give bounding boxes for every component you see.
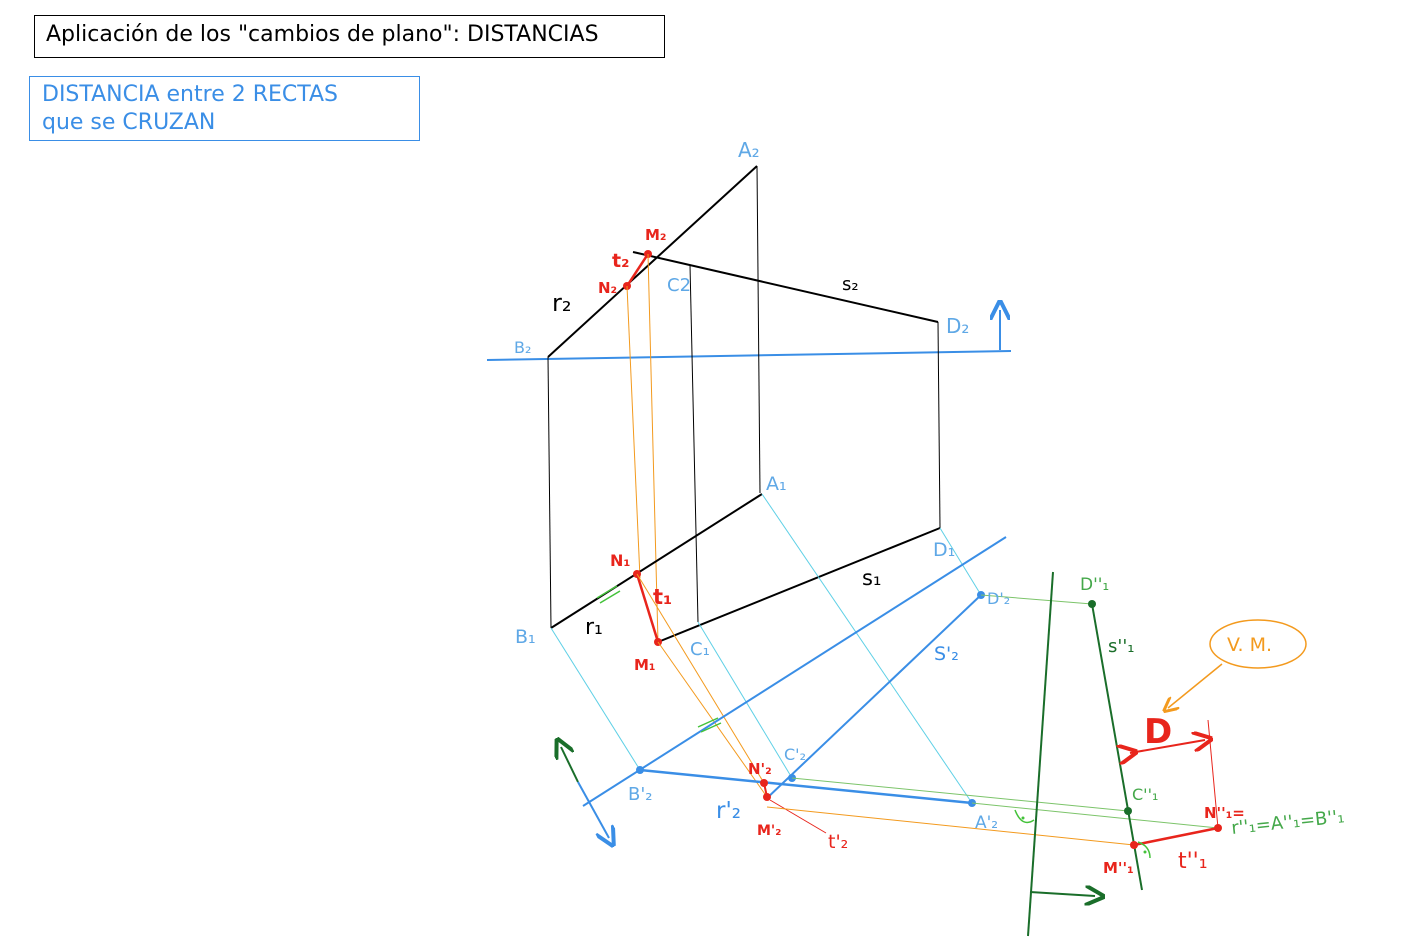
label-B1: B₁ xyxy=(515,626,536,648)
connector-D xyxy=(939,527,982,596)
label-C1: C₁ xyxy=(690,639,710,660)
point-D1pp xyxy=(1088,600,1096,608)
line-s1 xyxy=(657,527,941,643)
ground-line-upper xyxy=(486,350,1012,361)
label-D2: D₂ xyxy=(946,314,969,338)
segment-t2p xyxy=(763,782,768,798)
label-t1: t₁ xyxy=(653,585,672,609)
vm-callout-ellipse xyxy=(1209,619,1307,669)
right-angle-mark-green xyxy=(1014,809,1035,824)
label-N2: N₂ xyxy=(598,279,617,297)
subtitle-line-1: DISTANCIA entre 2 RECTAS xyxy=(42,82,339,107)
label-N1: N₁ xyxy=(610,551,630,570)
label-s2: s₂ xyxy=(842,274,859,295)
label-C2p: C'₂ xyxy=(784,745,806,764)
subtitle-line-2: que se CRUZAN xyxy=(42,110,216,135)
label-t1pp: t''₁ xyxy=(1178,849,1208,874)
parallel-mark-r1-b xyxy=(599,590,621,604)
lower-projection xyxy=(550,493,941,798)
green-connector-C xyxy=(791,777,1129,812)
connector-A xyxy=(761,493,973,804)
parallel-mark-gl-b xyxy=(700,722,722,733)
line-r2 xyxy=(547,165,758,358)
connector-B xyxy=(550,627,641,771)
segment-t1pp xyxy=(1133,826,1219,847)
arrow-green-right xyxy=(1029,892,1095,896)
ground-line-blue-2 xyxy=(582,536,1007,807)
point-M1pp xyxy=(1130,841,1138,849)
label-C1pp: C''₁ xyxy=(1132,785,1158,804)
label-r2p: r'₂ xyxy=(716,798,741,824)
label-N2p: N'₂ xyxy=(748,760,772,778)
right-angle-mark-2 xyxy=(1137,841,1151,859)
label-N1pp: N''₁= xyxy=(1204,804,1245,822)
label-D1: D₁ xyxy=(933,539,955,561)
arrow-blue-down xyxy=(577,781,609,838)
line-r2p xyxy=(639,768,973,805)
label-A1: A₁ xyxy=(766,473,787,495)
page-title: Aplicación de los "cambios de plano": DI… xyxy=(34,15,665,58)
green-connector-D xyxy=(980,594,1093,605)
green-connector-A xyxy=(971,802,1219,829)
orange-connector-M xyxy=(766,806,1135,846)
upper-projection xyxy=(486,165,1012,643)
leader-t2p xyxy=(769,799,827,834)
orange-ref-M xyxy=(647,253,659,643)
second-change-of-plane xyxy=(1014,571,1307,937)
label-s1: s₁ xyxy=(862,566,881,590)
label-D1pp: D''₁ xyxy=(1080,575,1109,595)
label-M2p: M'₂ xyxy=(757,823,781,839)
point-C1pp xyxy=(1124,807,1132,815)
label-s2p: S'₂ xyxy=(934,643,959,665)
orange-ref-N xyxy=(626,285,641,579)
line-s2 xyxy=(632,251,939,323)
parallel-mark-r1-a xyxy=(596,585,618,599)
point-B2p xyxy=(636,766,644,774)
line-r1 xyxy=(550,493,763,629)
label-C2: C2 xyxy=(667,275,691,296)
label-r2: r₂ xyxy=(552,289,572,317)
label-M1: M₁ xyxy=(634,656,656,674)
label-B2p: B'₂ xyxy=(628,784,653,805)
connector-C xyxy=(697,621,793,779)
vm-callout-arrow xyxy=(1168,663,1223,708)
distance-arrow xyxy=(1130,740,1205,753)
right-angle-dot-green xyxy=(1021,816,1025,820)
segment-t1 xyxy=(635,573,660,643)
label-t2: t₂ xyxy=(612,250,629,272)
vm-callout-text: V. M. xyxy=(1227,634,1272,656)
ref-line-B xyxy=(547,356,552,629)
orange-ref-M-lower xyxy=(657,641,768,798)
label-A2p: A'₂ xyxy=(975,813,998,833)
ref-line-D xyxy=(937,321,941,529)
line-s2p xyxy=(764,594,982,801)
label-D2p: D'₂ xyxy=(987,589,1010,608)
connector-lines xyxy=(550,493,982,804)
right-angle-dot-2 xyxy=(1143,850,1147,854)
ground-line-green xyxy=(1027,571,1054,937)
label-s1pp: s''₁ xyxy=(1108,636,1135,657)
first-change-of-plane xyxy=(561,536,1007,838)
label-M1pp: M''₁ xyxy=(1103,859,1134,877)
label-r1pp: r''₁=A''₁=B''₁ xyxy=(1230,806,1345,839)
parallel-mark-gl-a xyxy=(697,717,719,728)
label-B2: B₂ xyxy=(514,338,531,357)
label-t2p: t'₂ xyxy=(828,831,848,853)
ref-line-C xyxy=(689,264,699,623)
subtitle-box: DISTANCIA entre 2 RECTAS que se CRUZAN xyxy=(29,76,420,141)
label-distance: D xyxy=(1144,712,1172,752)
ref-line-A xyxy=(756,165,761,494)
orange-ref-N-lower xyxy=(636,573,765,784)
arrow-blue-up xyxy=(561,747,579,783)
labels: A₂ M₂ t₂ N₂ C2 s₂ r₂ D₂ B₂ A₁ D₁ N₁ s₁ t… xyxy=(514,138,1345,877)
segment-t2 xyxy=(625,253,650,287)
label-r1: r₁ xyxy=(585,615,603,640)
second-change-connectors xyxy=(766,594,1219,846)
label-M2: M₂ xyxy=(645,226,667,244)
label-A2: A₂ xyxy=(738,138,760,162)
